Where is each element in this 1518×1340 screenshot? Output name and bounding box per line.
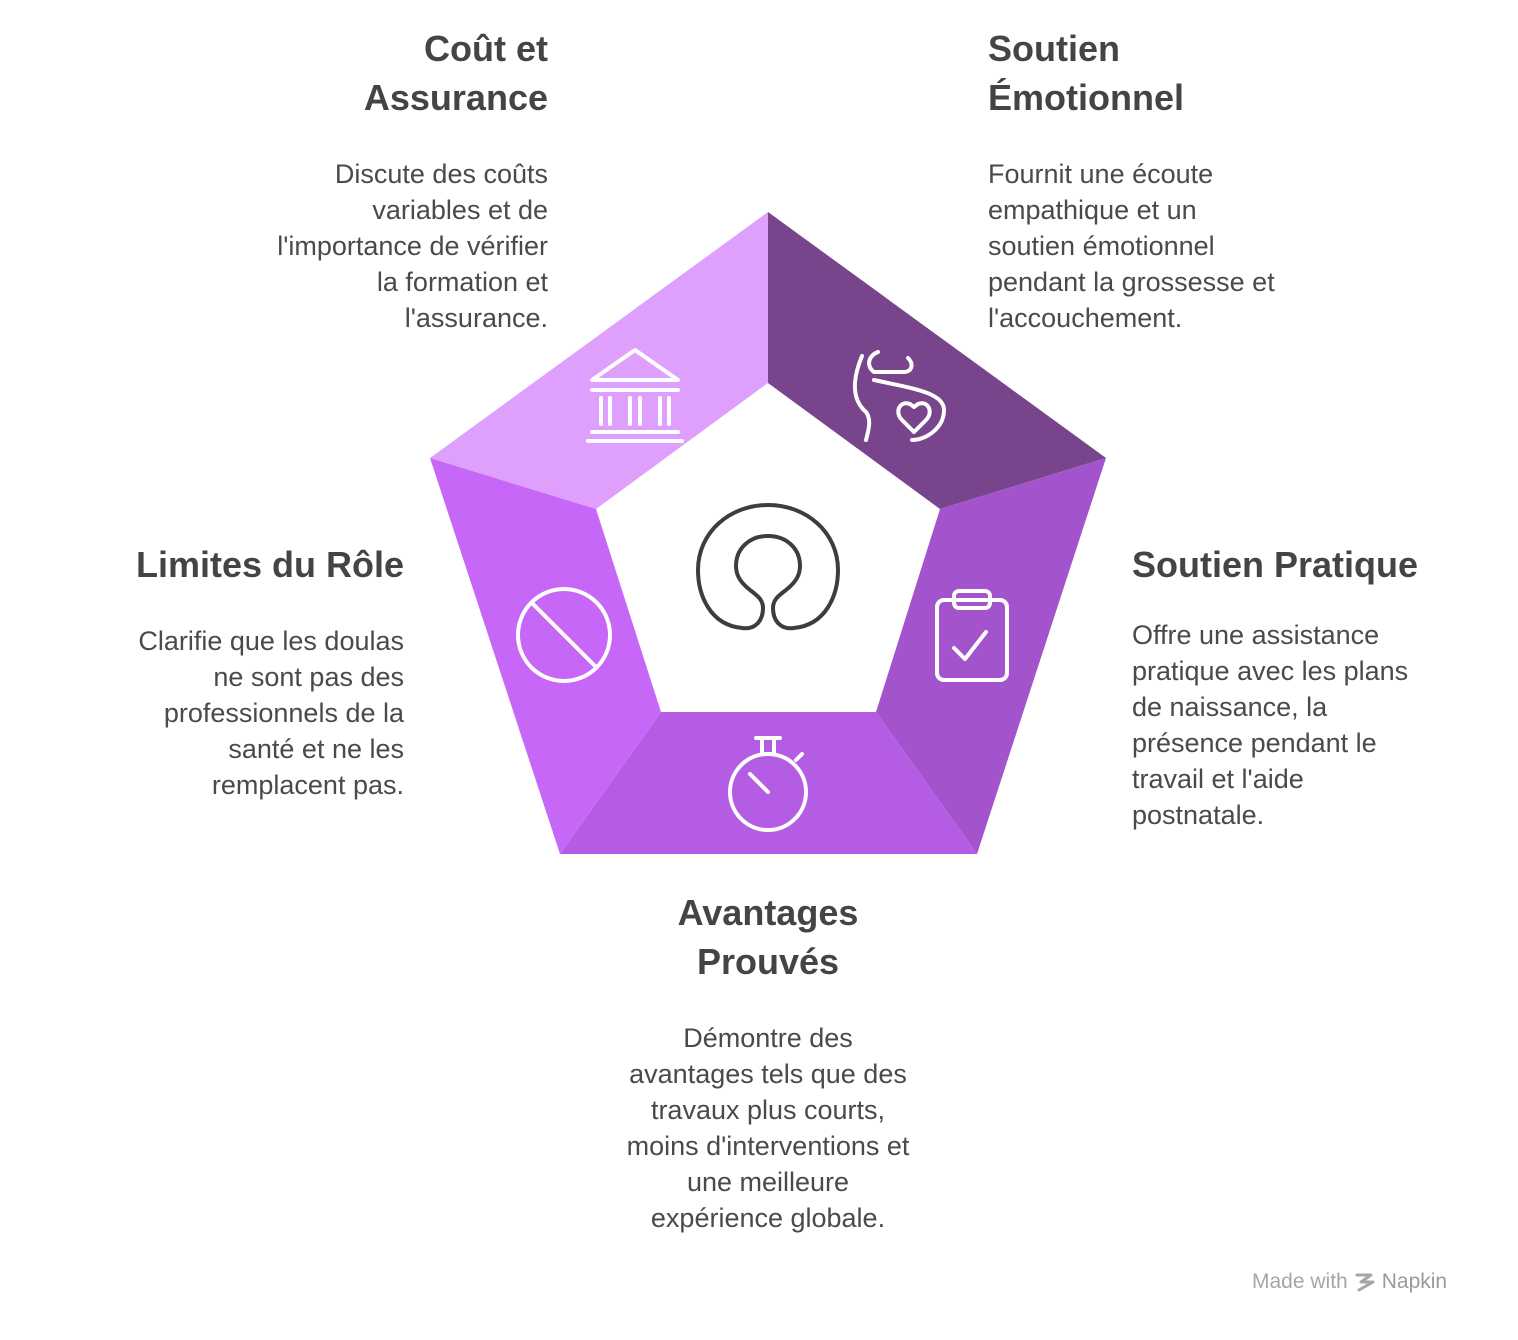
desc-line: ne sont pas des xyxy=(213,662,404,692)
desc-line: postnatale. xyxy=(1132,800,1265,830)
prohibited-icon xyxy=(516,587,612,683)
desc-line: Démontre des xyxy=(683,1023,853,1053)
section-practical: Soutien Pratique Offre une assistance pr… xyxy=(1132,540,1502,833)
bank-icon xyxy=(586,348,684,443)
desc-line: l'accouchement. xyxy=(988,303,1183,333)
desc-line: l'assurance. xyxy=(404,303,548,333)
desc-line: Clarifie que les doulas xyxy=(138,626,404,656)
section-limits: Limites du Rôle Clarifie que les doulas … xyxy=(24,540,404,803)
footer-made-with: Made with xyxy=(1252,1270,1348,1293)
neck-pillow-icon xyxy=(696,503,840,631)
section-practical-title: Soutien Pratique xyxy=(1132,544,1419,585)
desc-line: professionnels de la xyxy=(163,698,404,728)
desc-line: la formation et xyxy=(376,267,548,297)
desc-line: variables et de xyxy=(372,195,548,225)
desc-line: expérience globale. xyxy=(650,1203,886,1233)
section-cost-title: Coût et Assurance xyxy=(188,24,548,122)
section-benefits-desc: Démontre des avantages tels que des trav… xyxy=(568,1020,968,1236)
desc-line: travail et l'aide xyxy=(1132,764,1304,794)
napkin-logo-icon xyxy=(1355,1273,1375,1292)
section-benefits-title: Avantages Prouvés xyxy=(568,888,968,986)
segment-cost xyxy=(430,212,768,509)
desc-line: santé et ne les xyxy=(228,734,404,764)
pregnancy-heart-icon xyxy=(852,350,946,442)
desc-line: pendant la grossesse et xyxy=(988,267,1275,297)
title-line: Assurance xyxy=(363,77,548,118)
desc-line: Offre une assistance xyxy=(1132,620,1380,650)
desc-line: moins d'interventions et xyxy=(626,1131,910,1161)
desc-line: présence pendant le xyxy=(1132,728,1377,758)
title-line: Prouvés xyxy=(696,941,840,982)
footer-watermark: Made with Napkin xyxy=(1252,1270,1447,1294)
segment-practical xyxy=(876,458,1106,854)
segment-benefits xyxy=(560,712,977,854)
title-line: Avantages xyxy=(677,892,859,933)
section-limits-title: Limites du Rôle xyxy=(135,544,404,585)
section-emotional-title: Soutien Émotionnel xyxy=(988,24,1388,122)
desc-line: remplacent pas. xyxy=(211,770,404,800)
title-line: Soutien xyxy=(988,28,1120,69)
desc-line: pratique avec les plans xyxy=(1132,656,1409,686)
section-emotional: Soutien Émotionnel Fournit une écoute em… xyxy=(988,24,1388,336)
desc-line: avantages tels que des xyxy=(629,1059,907,1089)
desc-line: travaux plus courts, xyxy=(650,1095,886,1125)
stopwatch-icon xyxy=(728,736,808,832)
desc-line: une meilleure xyxy=(686,1167,850,1197)
segment-emotional xyxy=(768,212,1106,509)
desc-line: Fournit une écoute xyxy=(988,159,1214,189)
desc-line: soutien émotionnel xyxy=(988,231,1215,261)
desc-line: empathique et un xyxy=(988,195,1197,225)
title-line: Émotionnel xyxy=(988,77,1184,118)
title-line: Coût et xyxy=(424,28,548,69)
section-cost: Coût et Assurance Discute des coûts vari… xyxy=(188,24,548,336)
section-limits-desc: Clarifie que les doulas ne sont pas des … xyxy=(24,623,404,803)
clipboard-check-icon xyxy=(935,589,1009,682)
section-practical-desc: Offre une assistance pratique avec les p… xyxy=(1132,617,1502,833)
desc-line: Discute des coûts xyxy=(334,159,548,189)
segment-limits xyxy=(430,458,661,854)
desc-line: de naissance, la xyxy=(1132,692,1328,722)
footer-brand: Napkin xyxy=(1381,1270,1448,1293)
section-benefits: Avantages Prouvés Démontre des avantages… xyxy=(568,888,968,1236)
section-cost-desc: Discute des coûts variables et de l'impo… xyxy=(188,156,548,336)
desc-line: l'importance de vérifier xyxy=(277,231,548,261)
section-emotional-desc: Fournit une écoute empathique et un sout… xyxy=(988,156,1388,336)
